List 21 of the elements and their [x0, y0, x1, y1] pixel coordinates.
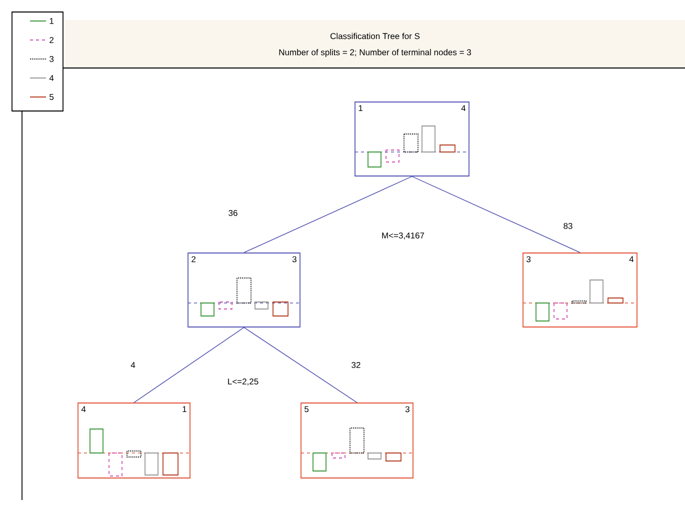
legend-label: 2 — [50, 37, 54, 43]
split-condition: M<=3,4167 — [382, 232, 424, 240]
edge-label: 32 — [352, 362, 360, 368]
legend-label: 5 — [50, 94, 54, 100]
subtitle: Number of splits = 2; Number of terminal nodes = 3 — [279, 49, 471, 57]
tree-node-box: 1 4 — [354, 102, 470, 176]
branch-line — [134, 327, 244, 403]
edge-label: 36 — [228, 210, 238, 216]
tree-node-box: 4 1 — [78, 402, 190, 478]
tree-node-box: 3 4 — [522, 252, 638, 328]
legend-label: 4 — [49, 75, 54, 81]
edge-label: 4 — [130, 362, 136, 368]
legend-label: 1 — [50, 18, 54, 24]
legend-label: 3 — [50, 56, 54, 62]
tree-node-box: 5 3 — [300, 402, 414, 478]
branch-line — [412, 176, 580, 253]
split-condition: L<=2,25 — [228, 378, 258, 386]
edge-label: 83 — [564, 223, 572, 229]
tree-node-box: 2 3 — [188, 252, 300, 328]
branch-line — [244, 176, 412, 253]
branch-line — [244, 327, 358, 403]
